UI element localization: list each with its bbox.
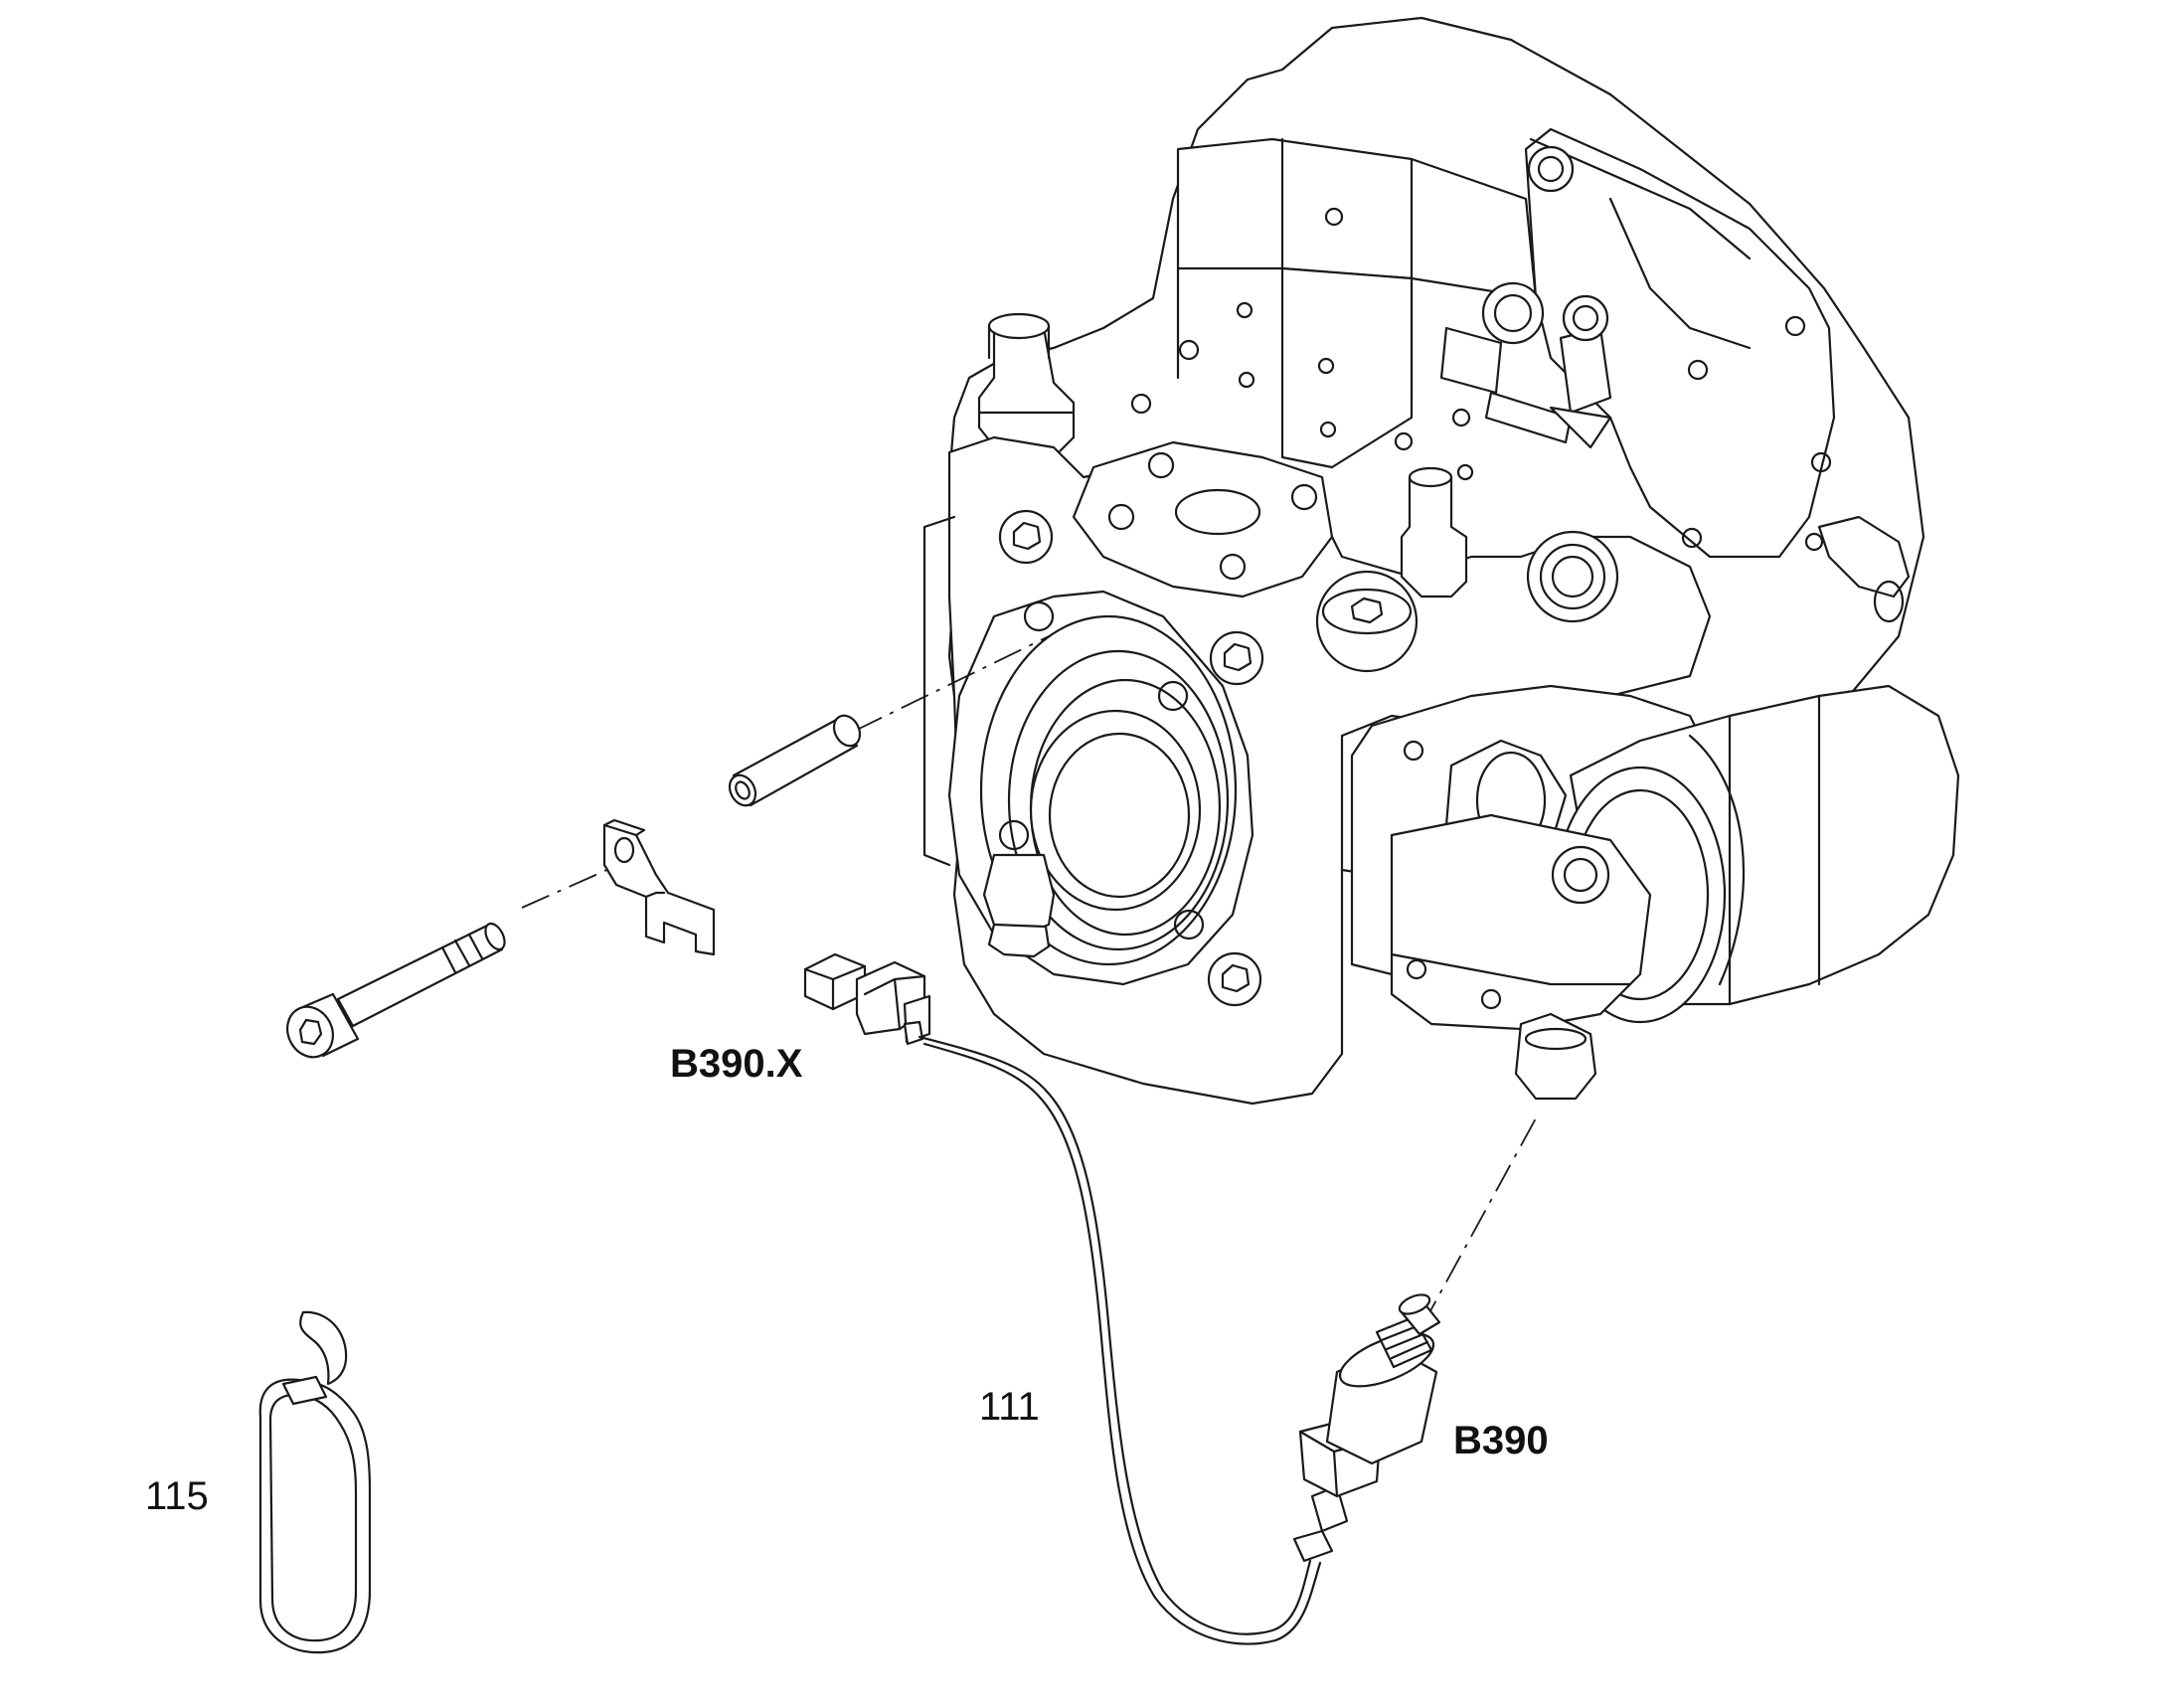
hydraulic-pump-assembly [922, 16, 1960, 1106]
pressure-sensor [1298, 1293, 1441, 1533]
label-b390x: B390.X [670, 1042, 803, 1086]
harness-connector [803, 952, 931, 1046]
label-item-111: 111 [979, 1385, 1040, 1429]
sensor-harness [918, 1035, 1334, 1645]
label-item-115: 115 [145, 1474, 209, 1518]
cable-tie [258, 1310, 372, 1654]
spacer-sleeve [728, 714, 862, 807]
label-b390: B390 [1453, 1419, 1549, 1462]
socket-head-cap-screw [286, 922, 506, 1059]
mounting-bracket [602, 818, 716, 956]
assembly-line-upper [854, 635, 1050, 732]
assembly-line-sensor [1421, 1117, 1537, 1328]
